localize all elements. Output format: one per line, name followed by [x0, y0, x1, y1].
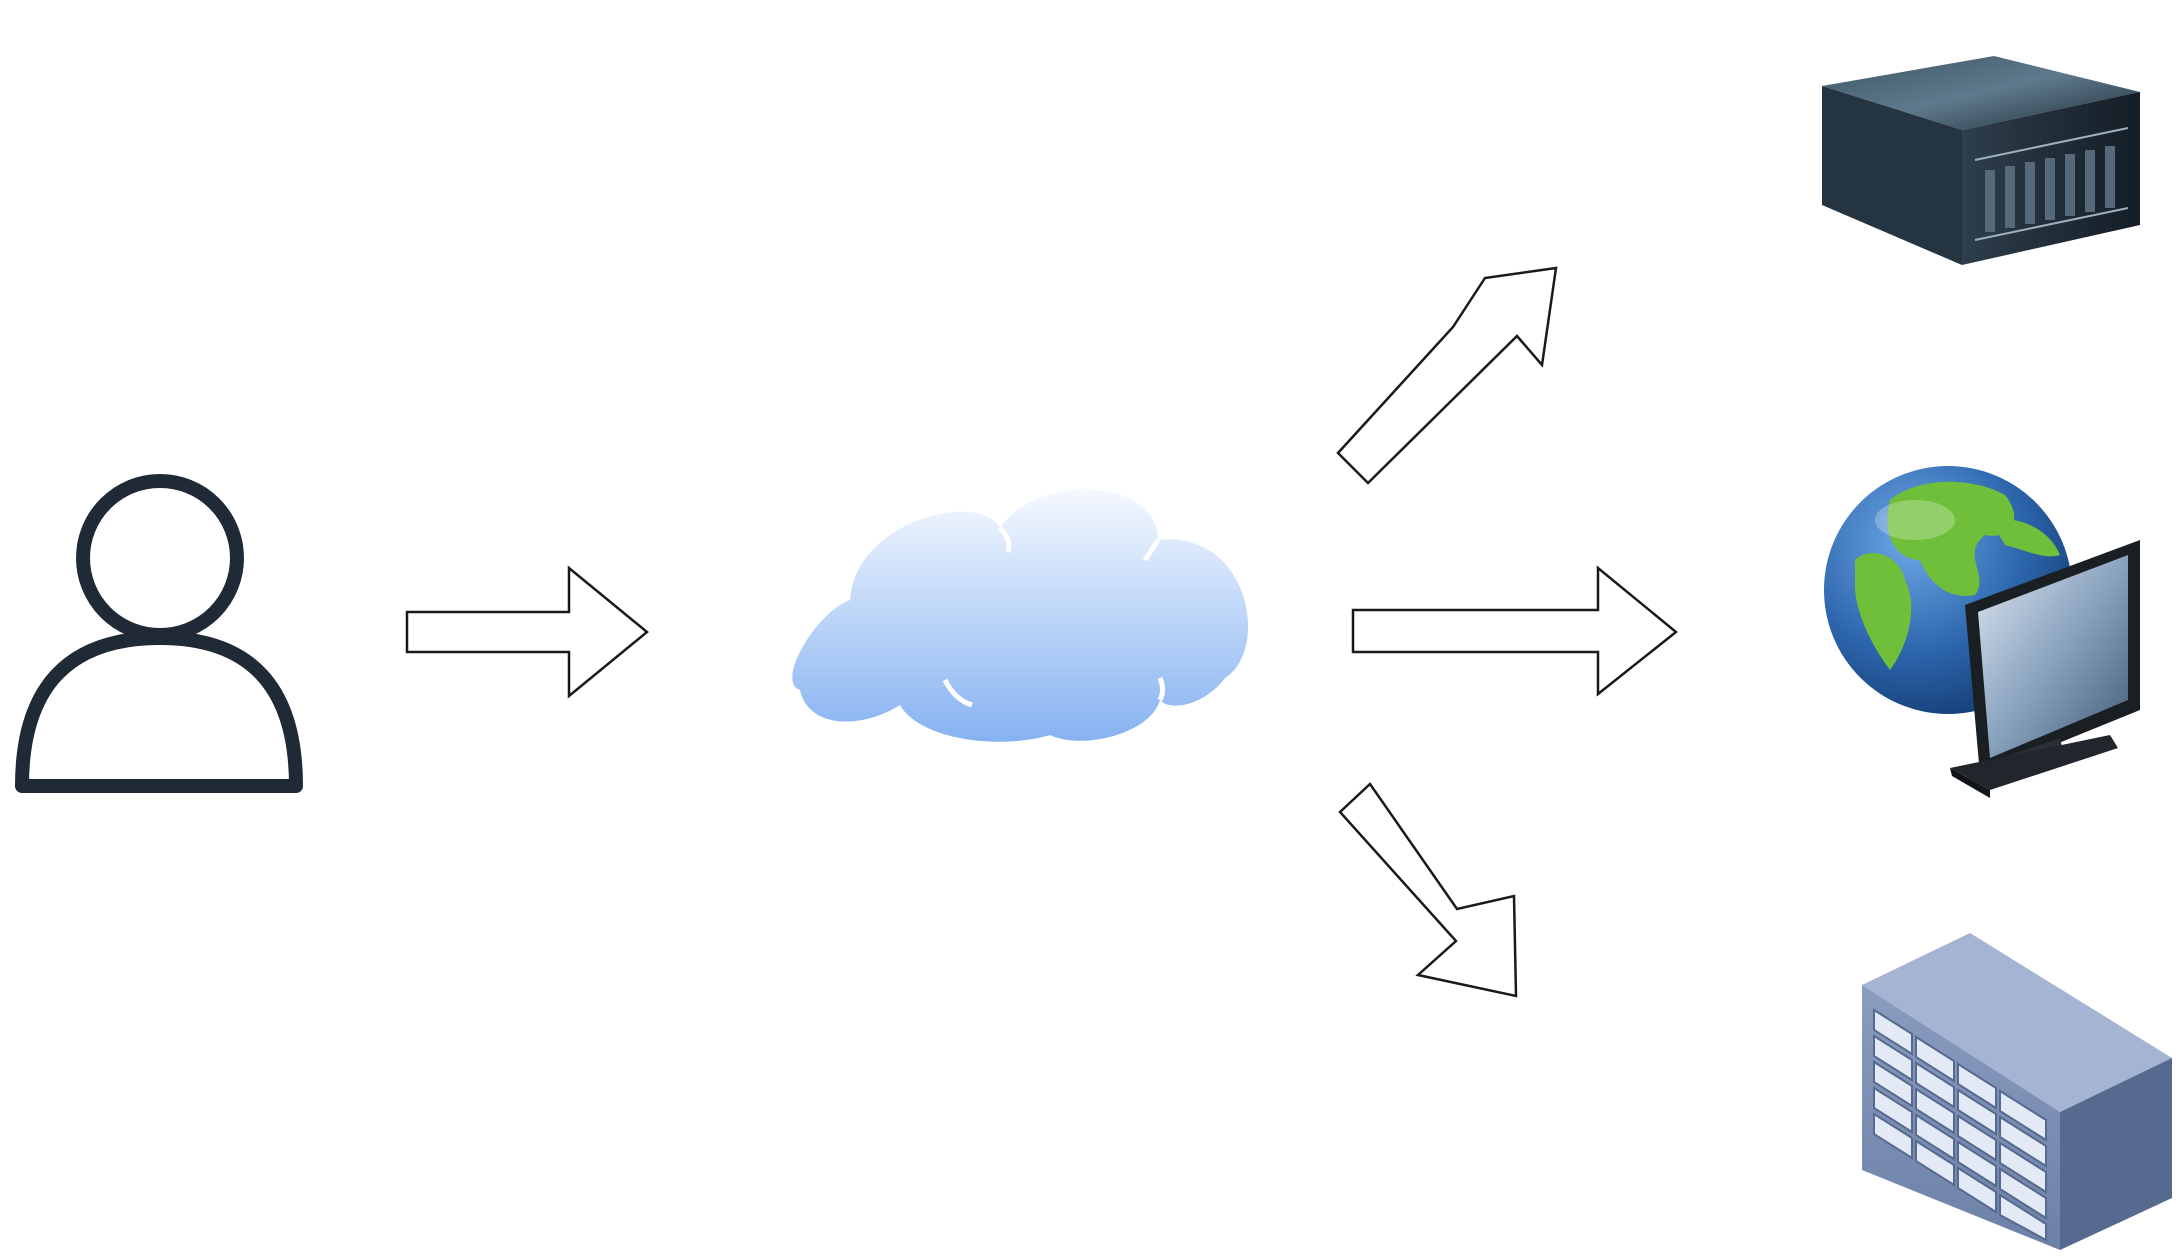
arrow-cloud-to-server: [1336, 266, 1558, 485]
user-icon: [15, 474, 303, 793]
server-icon: [1822, 56, 2140, 265]
globe-monitor-icon: [1824, 466, 2140, 798]
arrow-user-to-cloud: [405, 565, 649, 699]
cloud-icon: [792, 489, 1249, 742]
arrow-cloud-to-web-client: [1351, 565, 1678, 697]
arrow-cloud-to-storage: [1338, 782, 1518, 998]
storage-array-icon: [1862, 933, 2172, 1250]
